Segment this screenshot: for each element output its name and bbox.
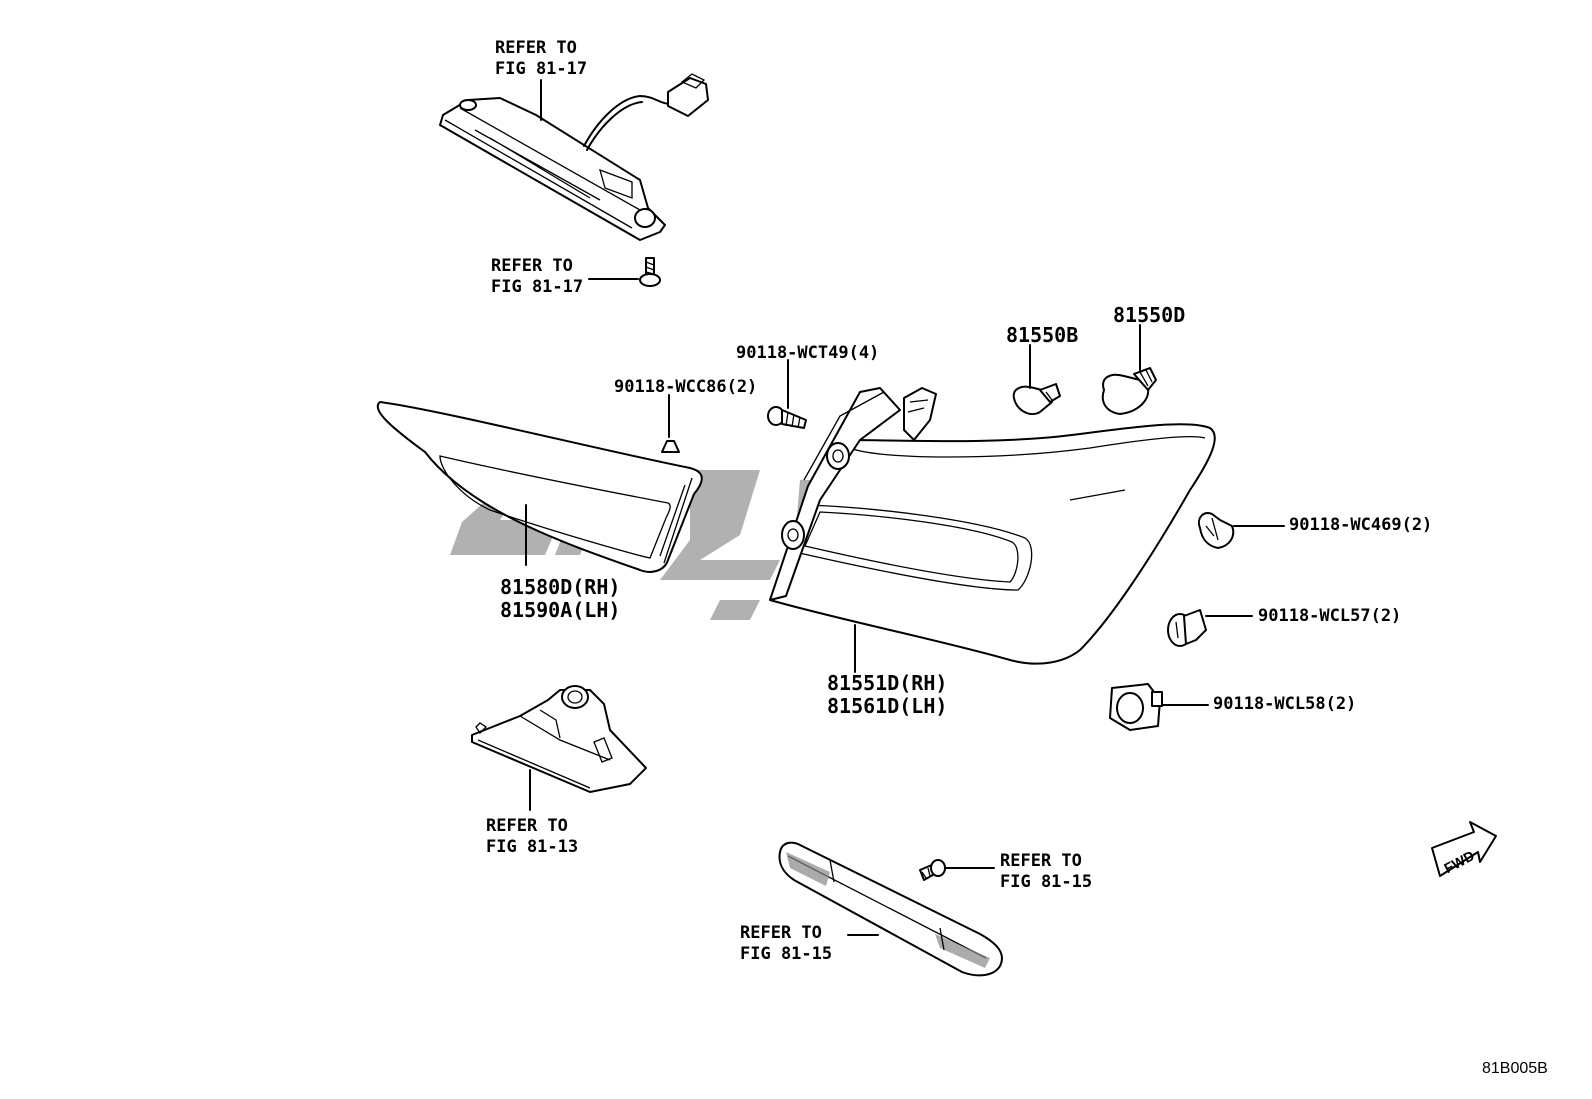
bulb-81550b-drawing	[1012, 383, 1061, 416]
rear-reflector-drawing	[778, 841, 1003, 977]
label-clip-wcc86: 90118-WCC86(2)	[614, 377, 758, 397]
license-lamp-drawing	[471, 685, 647, 793]
clip-wcl58-drawing	[1109, 683, 1163, 731]
label-inner-lamp: 81580D(RH) 81590A(LH)	[500, 575, 621, 622]
label-reflector-ref: REFER TO FIG 81-15	[740, 923, 833, 964]
screw-wct49-drawing	[767, 406, 807, 429]
label-hmsl-bolt-ref: REFER TO FIG 81-17	[491, 256, 584, 297]
inner-rear-lamp-drawing	[376, 401, 703, 573]
hmsl-bolt-drawing	[639, 257, 661, 287]
fwd-direction-badge: FWD	[1431, 821, 1497, 877]
label-reflector-screw-ref: REFER TO FIG 81-15	[1000, 851, 1093, 892]
label-clip-wcl57: 90118-WCL57(2)	[1258, 606, 1402, 626]
outer-rear-lamp-drawing	[769, 387, 1216, 665]
label-clip-wcl58: 90118-WCL58(2)	[1213, 694, 1357, 714]
clip-wcl57-drawing	[1167, 609, 1207, 647]
label-outer-lamp: 81551D(RH) 81561D(LH)	[827, 671, 948, 718]
label-screw-wct49: 90118-WCT49(4)	[736, 343, 880, 363]
label-bulb-81550b: 81550B	[1006, 323, 1079, 347]
reflector-screw-drawing	[919, 859, 946, 881]
clip-wcc86-drawing	[661, 440, 680, 453]
figure-code: 81B005B	[1482, 1060, 1548, 1077]
bulb-81550d-drawing	[1101, 367, 1157, 415]
label-hmsl-top-ref: REFER TO FIG 81-17	[495, 38, 588, 79]
label-clip-wc469: 90118-WC469(2)	[1289, 515, 1433, 535]
clip-wc469-drawing	[1198, 512, 1235, 549]
high-mount-stop-lamp-drawing	[439, 73, 709, 241]
label-bulb-81550d: 81550D	[1113, 303, 1186, 327]
label-license-lamp-ref: REFER TO FIG 81-13	[486, 816, 579, 857]
